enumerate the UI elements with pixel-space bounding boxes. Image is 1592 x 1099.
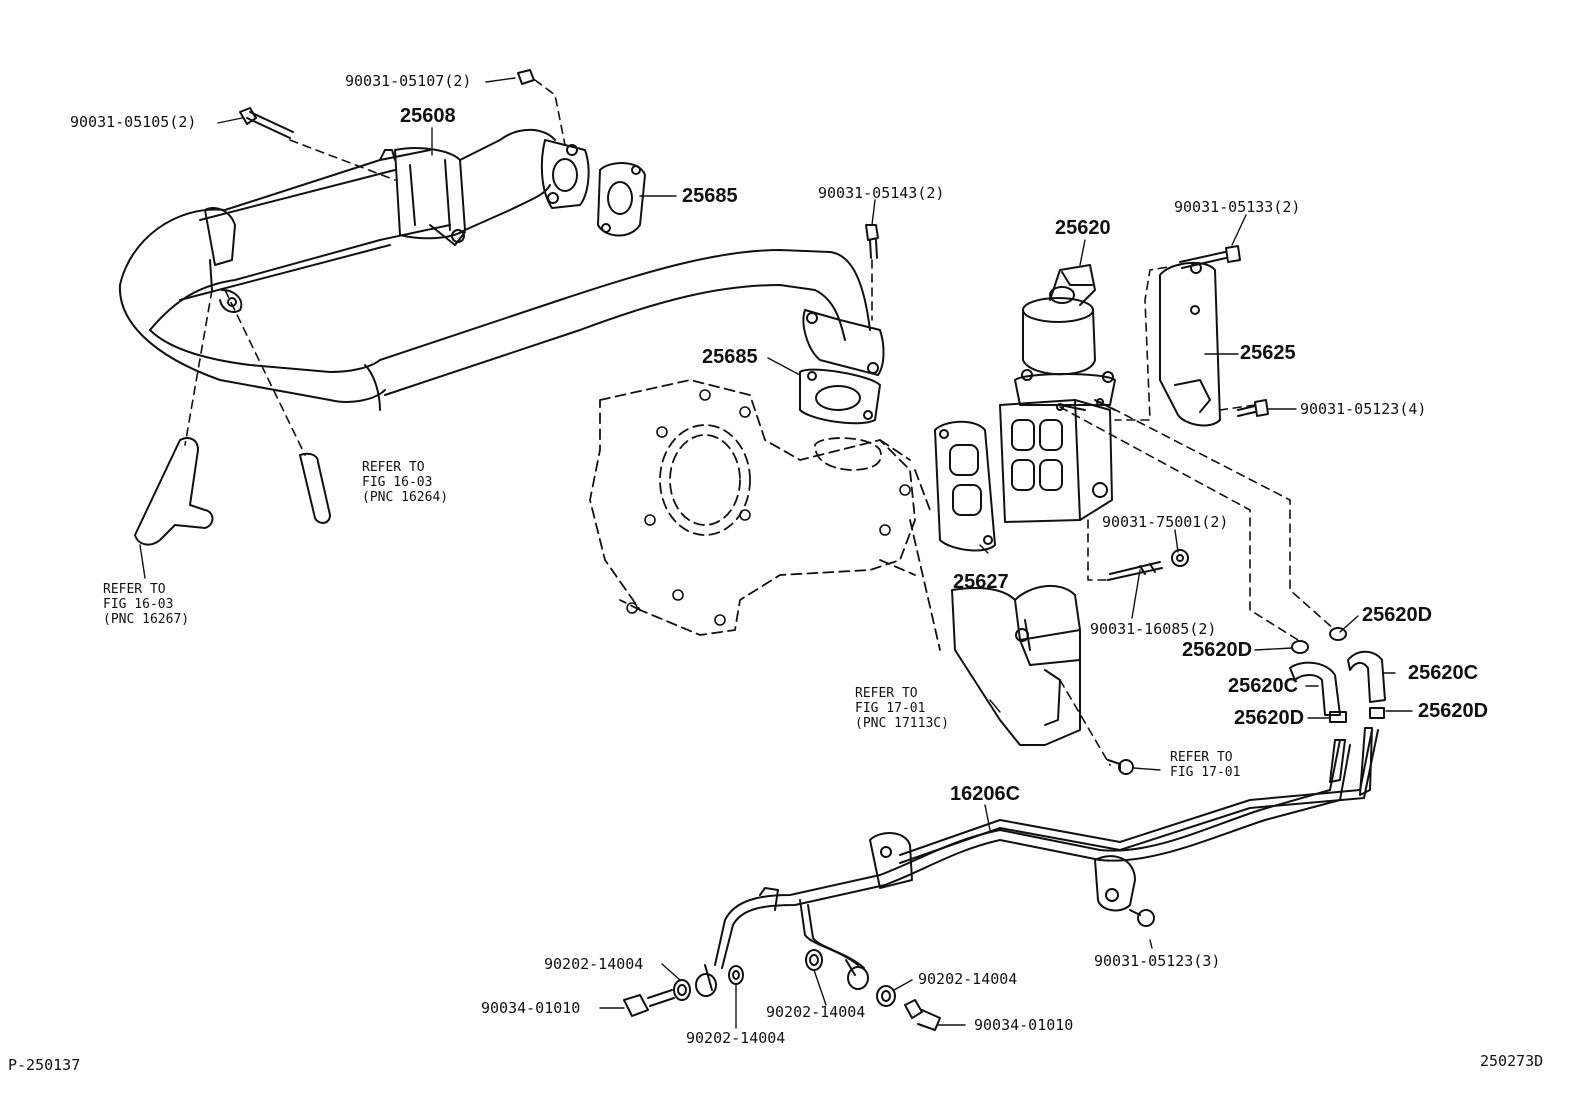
label-egr-cooler-25608[interactable]: 25608 [400,105,456,127]
refer-note-line: REFER TO [362,460,425,475]
vacuum-hoses [1289,627,1386,723]
egr-valve-25620 [999,264,1116,523]
refer-note-line: REFER TO [855,686,918,701]
refer-note-line: (PNC 16264) [362,490,449,505]
label-clip-25620D-d[interactable]: 25620D [1418,700,1489,722]
label-gasket-90202-14004-d[interactable]: 90202-14004 [686,1029,786,1047]
label-gasket-25685-mid[interactable]: 25685 [702,346,758,368]
label-gasket-90202-14004-c[interactable]: 90202-14004 [766,1003,866,1021]
heat-insulator [951,584,1081,746]
label-vacuum-pipe-16206C[interactable]: 16206C [950,783,1021,805]
bracket-25625 [1159,261,1221,427]
footer-left-code: P-250137 [8,1056,81,1074]
manifold-housing [589,379,941,651]
label-bolt-90031-05143[interactable]: 90031-05143(2) [818,184,945,202]
refer-note-fig-17-01-pnc-17113c[interactable]: REFER TO FIG 17-01 (PNC 17113C) [855,686,949,731]
vacuum-pipe-16206C [704,727,1379,991]
refer-note-fig-16-03-pnc-16264[interactable]: REFER TO FIG 16-03 (PNC 16264) [362,460,448,505]
refer-note-line: (PNC 17113C) [855,716,949,731]
label-bolt-90031-05105[interactable]: 90031-05105(2) [70,113,197,131]
refer-note-line: REFER TO [103,582,166,597]
label-bolt-90031-05123-4[interactable]: 90031-05123(4) [1300,400,1427,418]
label-union-90034-01010-b[interactable]: 90034-01010 [974,1016,1074,1034]
stud-bolt [1107,561,1163,581]
label-leaders [139,77,1413,1029]
label-gasket-90202-14004-a[interactable]: 90202-14004 [544,955,644,973]
label-clip-25620D-a[interactable]: 25620D [1362,604,1433,626]
side-hoses [134,437,331,546]
label-bolt-90031-05133[interactable]: 90031-05133(2) [1174,198,1301,216]
label-hose-25620C-b[interactable]: 25620C [1228,675,1299,697]
washers [673,949,896,1007]
gasket-25685-top [597,162,646,237]
refer-note-fig-17-01[interactable]: REFER TO FIG 17-01 [1170,750,1240,780]
dashed-leaders [184,79,1336,766]
label-egr-valve-25620[interactable]: 25620 [1055,217,1111,239]
label-gasket-25627[interactable]: 25627 [953,571,1009,593]
label-bolt-90031-05123-3[interactable]: 90031-05123(3) [1094,952,1221,970]
manifold-bolt-holes [626,389,911,626]
bolt-glyphs [239,69,1269,1031]
refer-note-line: FIG 17-01 [1170,765,1241,780]
refer-note-line: FIG 17-01 [855,701,926,716]
nut-75001 [1171,549,1189,567]
label-gasket-90202-14004-b[interactable]: 90202-14004 [918,970,1018,988]
label-hose-25620C-a[interactable]: 25620C [1408,662,1479,684]
gasket-25685-mid [799,368,881,425]
label-union-90034-01010-a[interactable]: 90034-01010 [481,999,581,1017]
egr-cooler-pipe [118,128,885,411]
refer-note-line: REFER TO [1170,750,1233,765]
label-stud-90031-16085[interactable]: 90031-16085(2) [1090,620,1217,638]
footer-right-code: 250273D [1480,1052,1544,1070]
label-bracket-25625[interactable]: 25625 [1240,342,1296,364]
gasket-25627 [934,420,996,552]
label-clip-25620D-c[interactable]: 25620D [1234,707,1305,729]
label-nut-90031-75001[interactable]: 90031-75001(2) [1102,513,1229,531]
label-clip-25620D-b[interactable]: 25620D [1182,639,1253,661]
refer-note-fig-16-03-pnc-16267[interactable]: REFER TO FIG 16-03 (PNC 16267) [103,582,189,627]
label-bolt-90031-05107[interactable]: 90031-05107(2) [345,72,472,90]
refer-note-line: FIG 16-03 [362,475,433,490]
label-gasket-25685-top[interactable]: 25685 [682,185,738,207]
refer-note-line: (PNC 16267) [103,612,190,627]
refer-note-line: FIG 16-03 [103,597,174,612]
